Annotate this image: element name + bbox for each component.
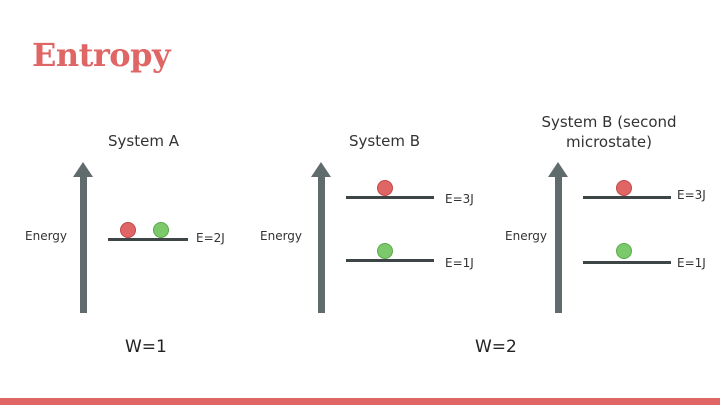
system-b-upper-level (346, 196, 434, 199)
system-b-red-particle (377, 180, 393, 196)
system-a-energy-level (108, 238, 188, 241)
system-b-multiplicity: W=2 (475, 337, 517, 357)
system-b2-lower-level (583, 261, 671, 264)
system-b2-energy-axis (548, 162, 568, 313)
slide-title: Entropy (32, 36, 171, 74)
system-b2-label: System B (second microstate) (541, 113, 677, 151)
system-b2-lower-level-label: E=1J (677, 256, 706, 270)
footer-bar (0, 398, 720, 405)
system-b-lower-level (346, 259, 434, 262)
system-b2-red-particle (616, 180, 632, 196)
system-a-red-particle (120, 222, 136, 238)
system-a-label: System A (108, 132, 179, 150)
system-b-green-particle (377, 243, 393, 259)
system-b-energy-axis (311, 162, 331, 313)
system-b-upper-level-label: E=3J (445, 192, 474, 206)
system-b-energy-label: Energy (260, 229, 303, 243)
system-b2-green-particle (616, 243, 632, 259)
system-b2-upper-level-label: E=3J (677, 188, 706, 202)
system-a-level-label: E=2J (196, 231, 225, 245)
system-b2-upper-level (583, 196, 671, 199)
system-a-green-particle (153, 222, 169, 238)
system-b2-energy-label: Energy (505, 229, 548, 243)
system-b-lower-level-label: E=1J (445, 256, 474, 270)
system-a-multiplicity: W=1 (125, 337, 167, 357)
system-a-energy-axis (73, 162, 93, 313)
system-a-energy-label: Energy (25, 229, 68, 243)
system-b-label: System B (349, 132, 420, 150)
